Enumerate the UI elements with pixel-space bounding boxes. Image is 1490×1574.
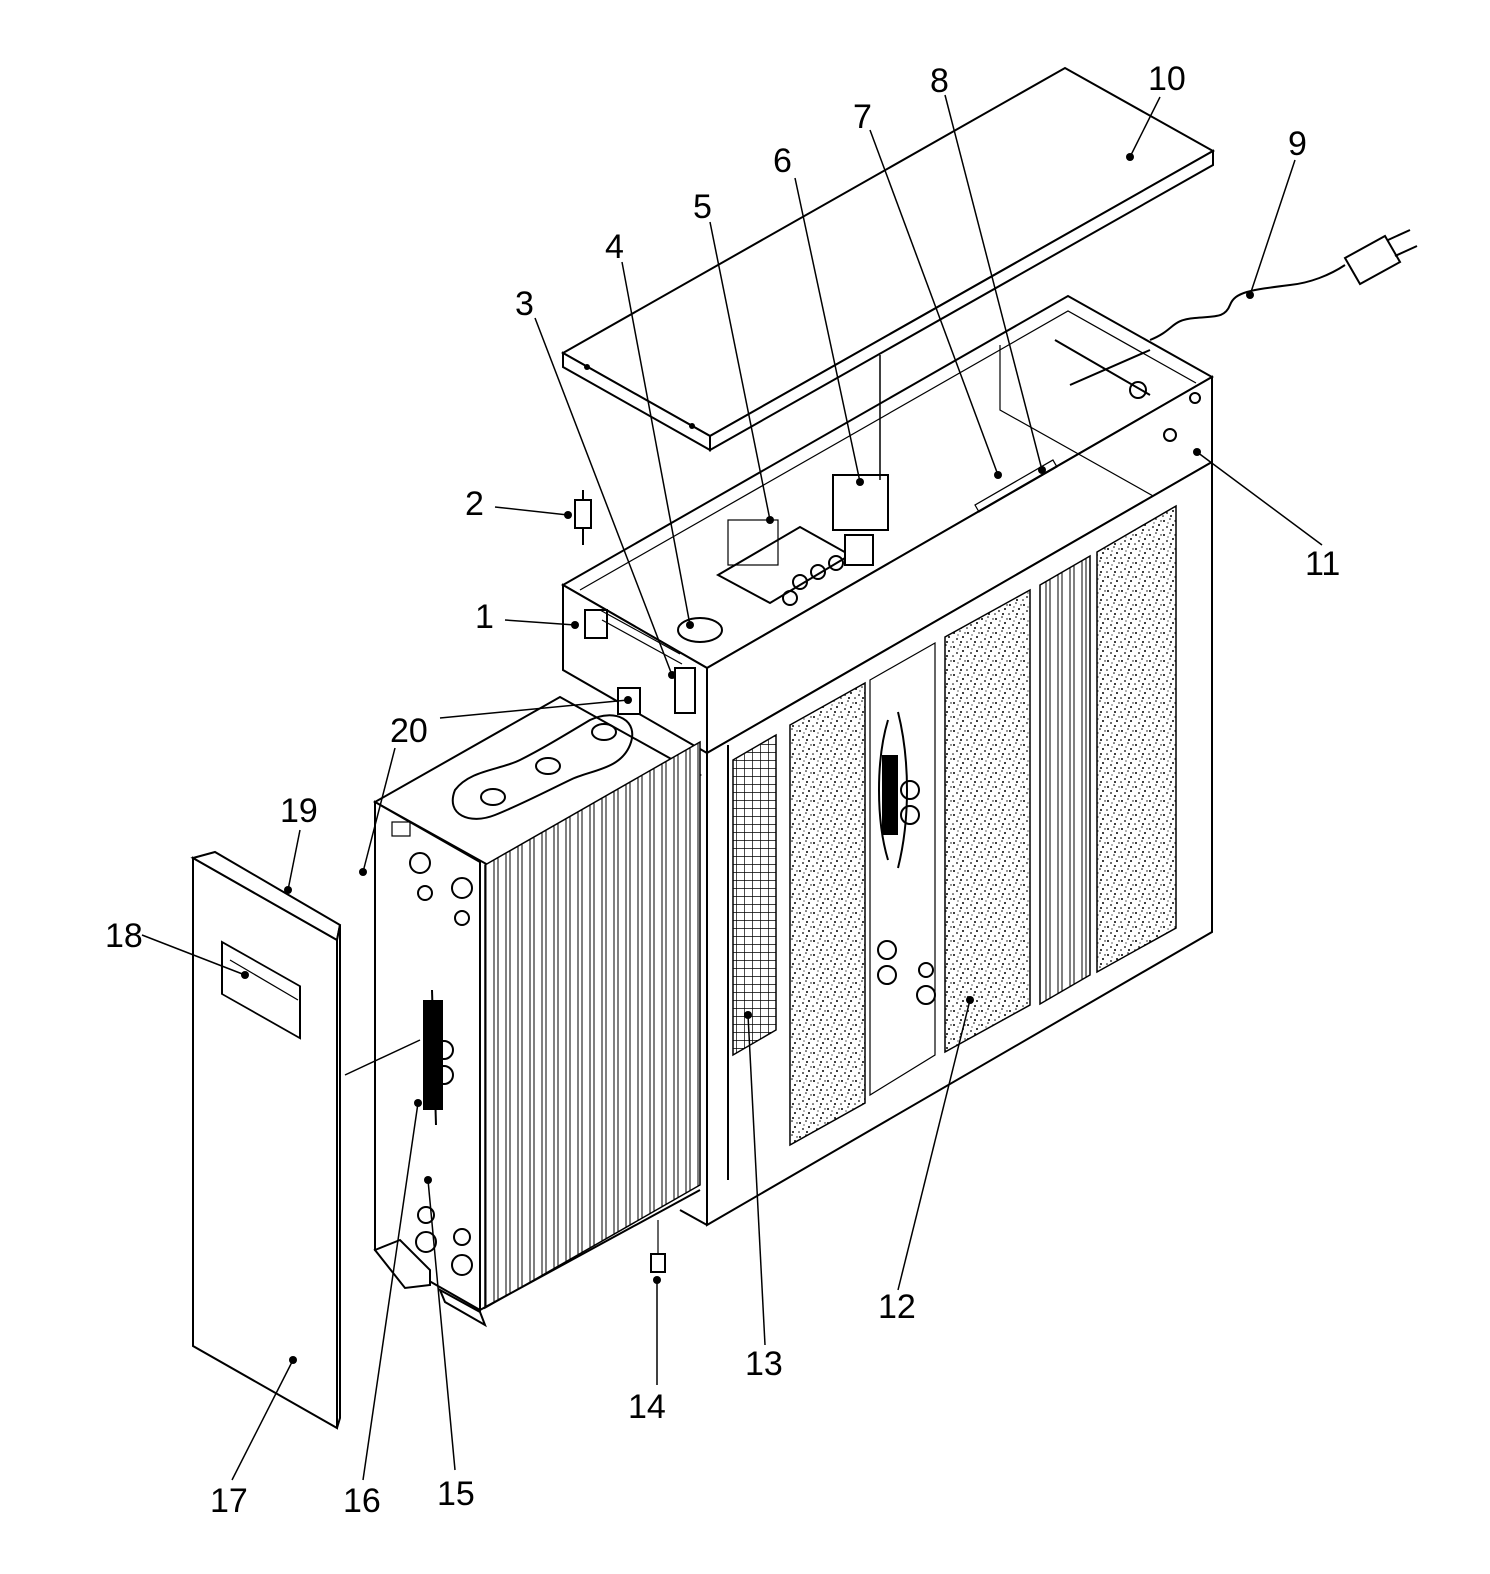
callout-18: 18 (105, 917, 143, 955)
callout-9: 9 (1288, 125, 1307, 163)
callout-12: 12 (878, 1288, 916, 1326)
top-cover-panel (560, 66, 1216, 452)
callout-4: 4 (605, 228, 624, 266)
callout-6: 6 (773, 142, 792, 180)
callout-11: 11 (1305, 545, 1340, 583)
leader-dots (241, 153, 1254, 1364)
callout-17: 17 (210, 1482, 248, 1520)
callout-19: 19 (280, 792, 318, 830)
power-cord (1149, 229, 1418, 341)
callout-7: 7 (853, 98, 872, 136)
callout-20: 20 (390, 712, 428, 750)
callout-5: 5 (693, 188, 712, 226)
callout-10: 10 (1148, 60, 1186, 98)
loose-parts (574, 490, 666, 1273)
callout-16: 16 (343, 1482, 381, 1520)
callout-2: 2 (465, 485, 484, 523)
main-housing (560, 294, 1215, 1227)
callout-8: 8 (930, 62, 949, 100)
callout-13: 13 (745, 1345, 783, 1383)
leader-lines (141, 94, 1323, 1481)
callout-15: 15 (437, 1475, 475, 1513)
callout-1: 1 (475, 598, 494, 636)
callout-14: 14 (628, 1388, 666, 1426)
access-door-panel (190, 850, 342, 1430)
callout-3: 3 (515, 285, 534, 323)
callout-labels: 1 2 3 4 5 6 7 8 9 10 11 12 13 14 15 16 1… (105, 60, 1340, 1520)
collector-cell-module (372, 695, 703, 1328)
